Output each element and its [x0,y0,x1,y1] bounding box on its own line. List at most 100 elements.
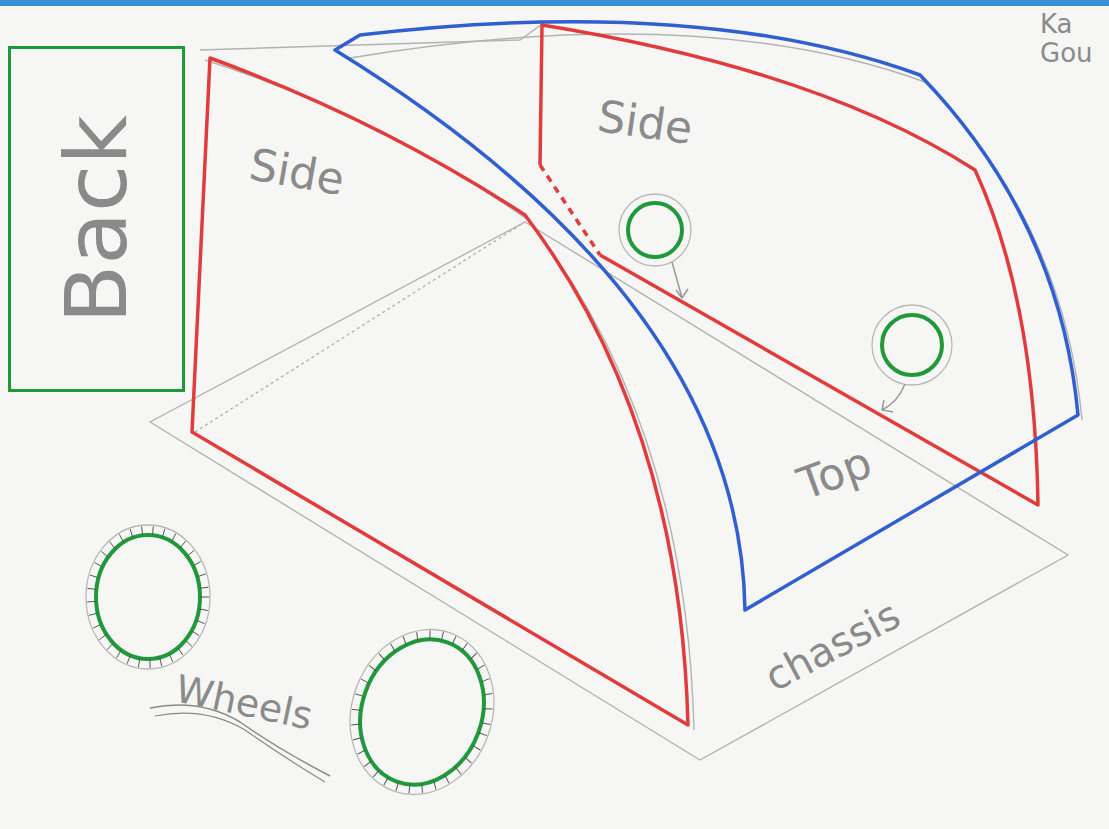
hatch-tick [141,526,143,535]
hatch-tick [419,784,425,793]
hatch-tick [481,721,490,725]
top-panel: Top [330,20,1085,615]
hatch-tick [477,663,485,672]
axle-hole [882,315,942,375]
pencil-lines [150,22,1082,760]
hatch-tick [427,631,432,640]
axle-holes [619,194,952,412]
hatch-tick [352,707,361,712]
hatch-tick [368,665,377,671]
panel-outline [330,20,1085,615]
hatch-tick [169,654,173,662]
panel-edge [192,58,688,725]
hatch-tick [199,587,208,588]
hatch-tick [364,759,371,768]
hatch-tick [110,542,116,549]
panel-label: Side [595,92,696,153]
hole-outline [619,194,691,266]
side-panel: Side [185,50,695,732]
hatch-tick [101,551,108,557]
hatch-tick [152,526,154,535]
hatch-tick [180,541,186,548]
part-label: Wheels [172,668,316,738]
hatch-tick [130,529,133,538]
hatch-tick [414,632,421,641]
hatch-tick [192,631,200,636]
hatch-tick [407,784,412,793]
hatch-tick [353,735,362,743]
wheel-outline [86,525,210,669]
author-name: Ka Gou [1040,10,1102,67]
wheel [96,535,200,659]
hatch-tick [107,643,113,650]
hatch-tick [196,620,204,623]
panel-label: Top [792,438,878,509]
wheel-group [86,525,517,815]
hatch-tick [472,745,481,750]
panel-label: Side [246,140,348,204]
hatch-tick [87,601,96,603]
tyre-hatching [87,526,209,668]
hatch-tick [95,563,103,567]
hatch-tick [187,550,194,556]
hatch-tick [483,691,492,698]
hidden-edge [195,222,525,432]
hatch-tick [443,775,451,783]
hatch-tick [197,574,206,577]
back-panel: Back [8,46,185,392]
wheel-outline [327,609,516,815]
hatch-tick [149,659,150,668]
hatch-tick [89,613,98,615]
hatch-tick [378,654,387,661]
hatch-tick [401,637,409,646]
hatch-tick [119,534,123,542]
hatch-tick [481,676,489,684]
hatch-tick [462,643,467,652]
hatch-tick [90,575,99,578]
panel-edge [540,25,1038,505]
arrow-mark [882,384,905,412]
hatch-tick [193,562,201,567]
hatch-tick [355,693,364,697]
hatch-tick [454,767,463,774]
axle-hole [628,203,682,257]
hatch-tick [440,632,444,641]
hole-outline [872,305,952,385]
hatch-tick [87,588,96,589]
arrow-mark [672,262,688,298]
tyre-hatching [329,611,515,814]
hatch-tick [389,644,397,652]
hatch-tick [93,624,101,628]
hatch-tick [470,652,477,661]
hatch-tick [373,769,379,778]
hatch-tick [127,655,130,663]
hatch-tick [478,733,486,736]
panel-edge [335,22,1078,610]
hatch-tick [452,636,456,645]
side-panel: Side [530,20,1045,510]
hatch-tick [178,648,183,655]
hatch-tick [351,721,360,727]
hatch-tick [484,706,493,712]
hatch-tick [431,781,438,790]
paper-edge [0,0,1109,6]
panel-label: Back [49,115,144,324]
part-label: chassis [758,592,907,699]
hatch-tick [200,597,209,598]
pencil-guide [205,60,694,730]
hatch-tick [384,777,388,786]
hatch-tick [396,782,399,791]
hatch-tick [117,650,122,658]
hatch-tick [185,640,191,646]
hatch-tick [99,634,106,639]
hatch-tick [464,757,473,763]
hatch-tick [172,534,176,542]
hatch-tick [358,748,366,756]
hatch-tick [361,679,370,683]
pencil-guide [350,34,1082,420]
hatch-tick [160,657,162,666]
hatch-tick [138,658,139,667]
hatch-tick [199,609,208,611]
